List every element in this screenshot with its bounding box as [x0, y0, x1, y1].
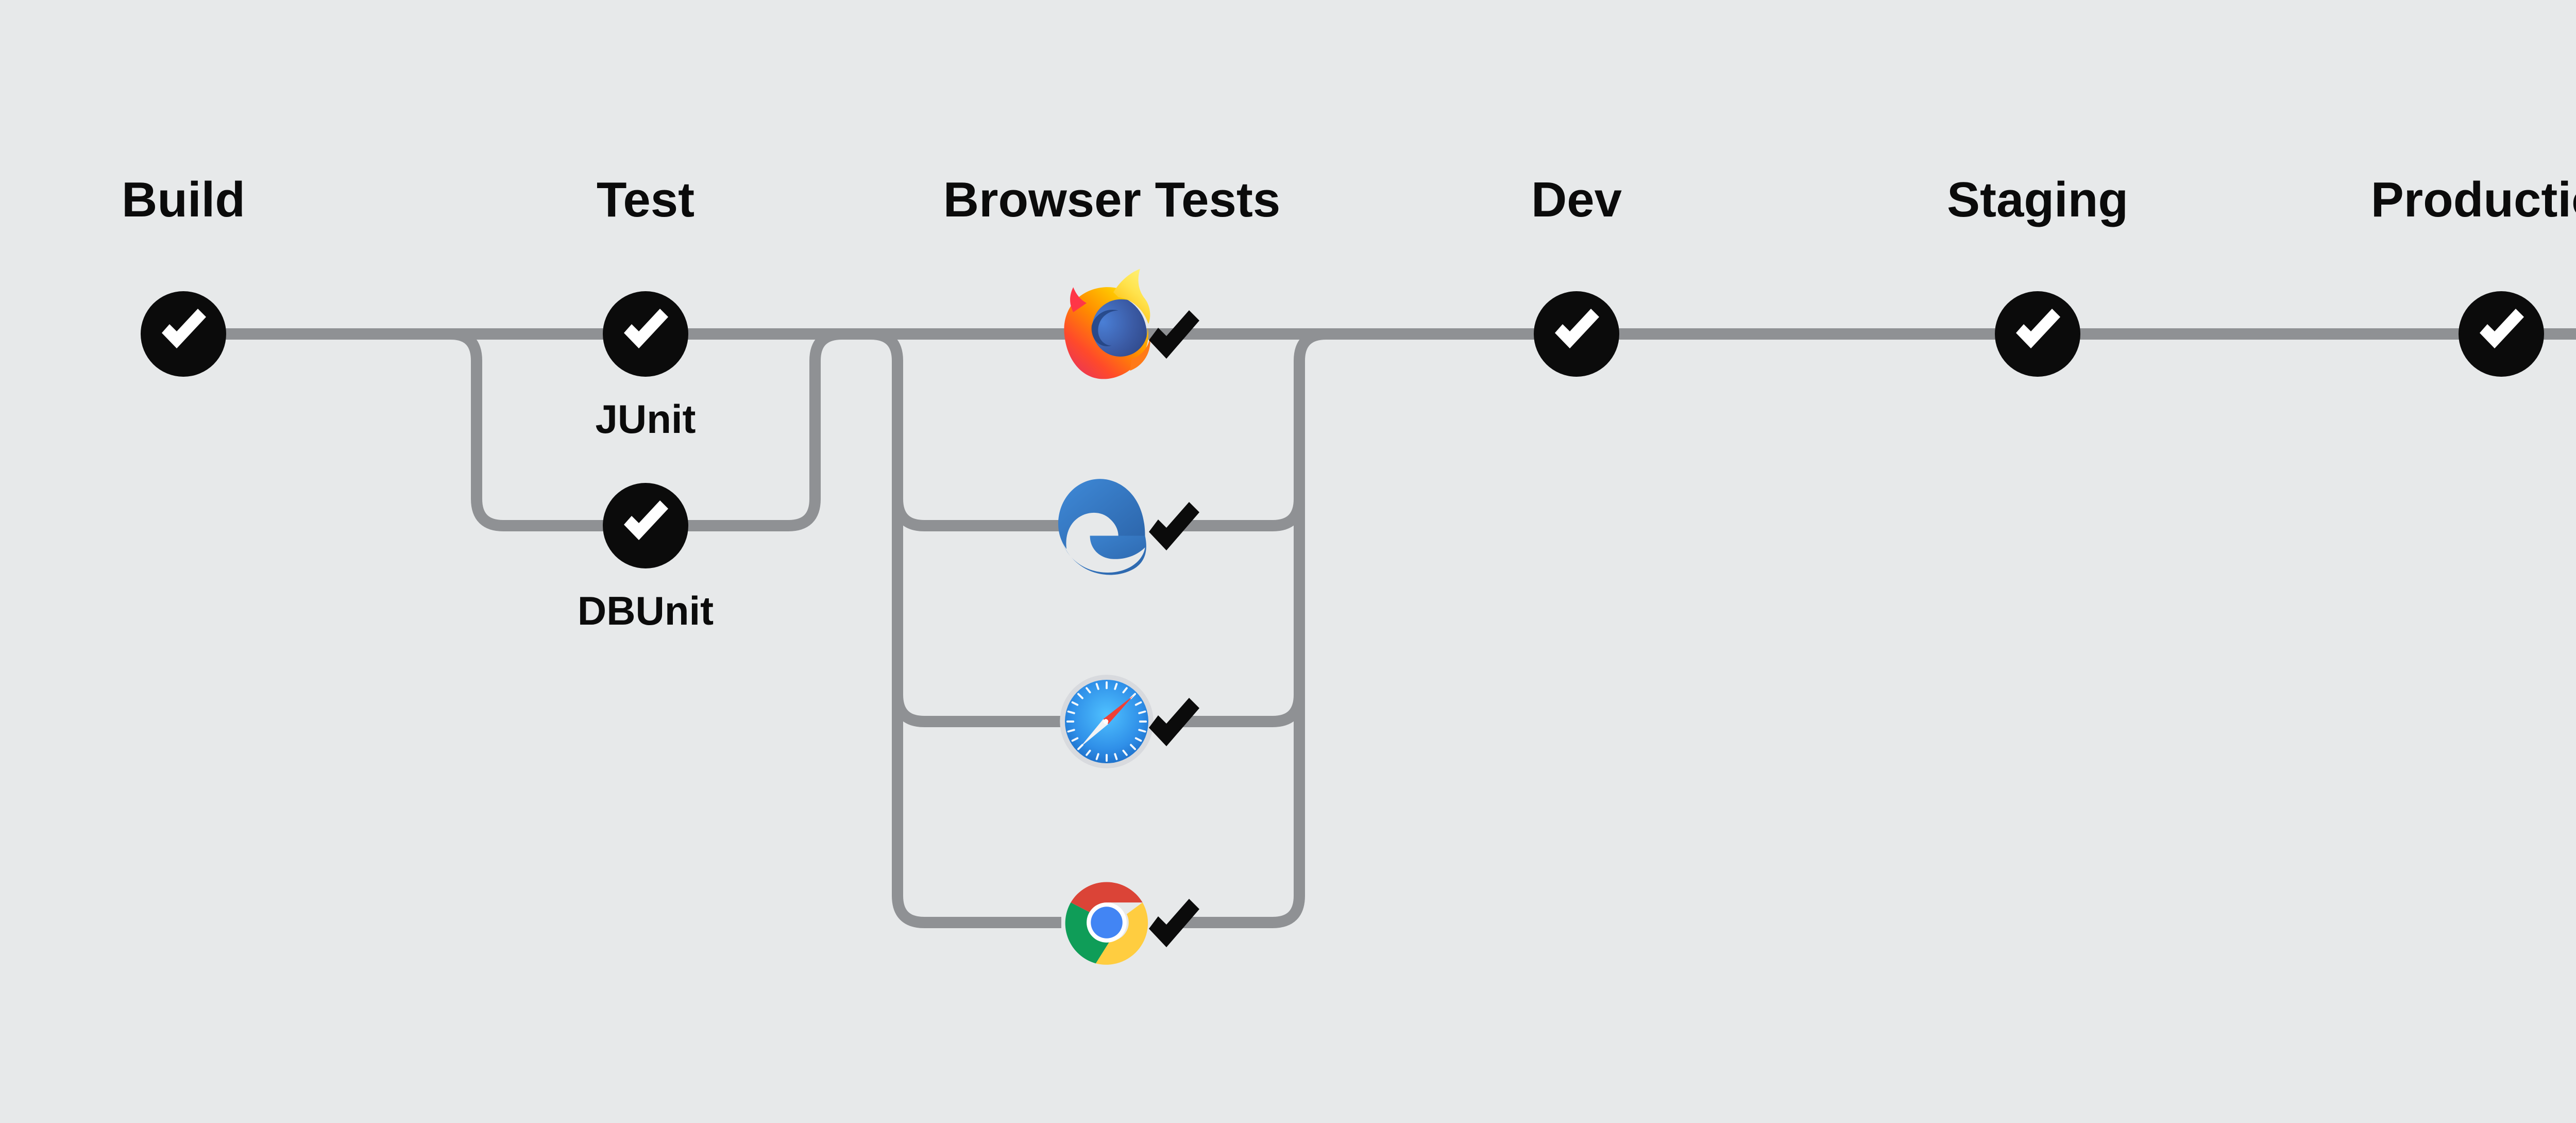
edge-logo-icon [1058, 479, 1146, 575]
stage-label-browser-tests: Browser Tests [943, 172, 1280, 227]
connector-test-branch-down [433, 328, 646, 531]
check-circle-icon [1534, 291, 1619, 377]
firefox-logo-icon [1064, 269, 1150, 379]
browser-job-firefox[interactable] [1064, 269, 1199, 379]
connector-browser-fanout-safari [892, 694, 1061, 727]
connector-browser-fanout-edge [892, 498, 1061, 531]
node-staging[interactable] [1995, 291, 2080, 377]
check-circle-icon [2459, 291, 2544, 377]
node-test-dbunit[interactable] [603, 483, 688, 568]
check-circle-icon [1995, 291, 2080, 377]
node-build[interactable] [141, 291, 226, 377]
connector-browser-fanout-trunk [855, 328, 1061, 928]
connector-browser-fanin-trunk [1175, 328, 1345, 928]
node-production[interactable] [2459, 291, 2544, 377]
stage-label-production: Production [2371, 172, 2576, 227]
browser-job-chrome[interactable] [1065, 882, 1199, 965]
connector-group [183, 328, 2576, 928]
stage-label-staging: Staging [1947, 172, 2128, 227]
check-circle-icon [603, 291, 688, 377]
browser-job-safari[interactable] [1060, 675, 1199, 768]
connector-browser-fanin-safari [1175, 694, 1305, 727]
connector-test-branch-up [646, 328, 859, 531]
stage-label-build: Build [122, 172, 245, 227]
check-circle-icon [141, 291, 226, 377]
stage-label-dev: Dev [1531, 172, 1622, 227]
job-label-junit: JUnit [596, 396, 696, 442]
chrome-logo-icon [1065, 882, 1148, 965]
node-test-junit[interactable] [603, 291, 688, 377]
stage-label-test: Test [597, 172, 694, 227]
safari-logo-icon [1060, 675, 1154, 768]
connector-browser-fanin-edge [1175, 498, 1305, 531]
job-label-dbunit: DBUnit [578, 588, 714, 633]
check-circle-icon [603, 483, 688, 568]
browser-job-edge[interactable] [1058, 479, 1199, 575]
node-dev[interactable] [1534, 291, 1619, 377]
